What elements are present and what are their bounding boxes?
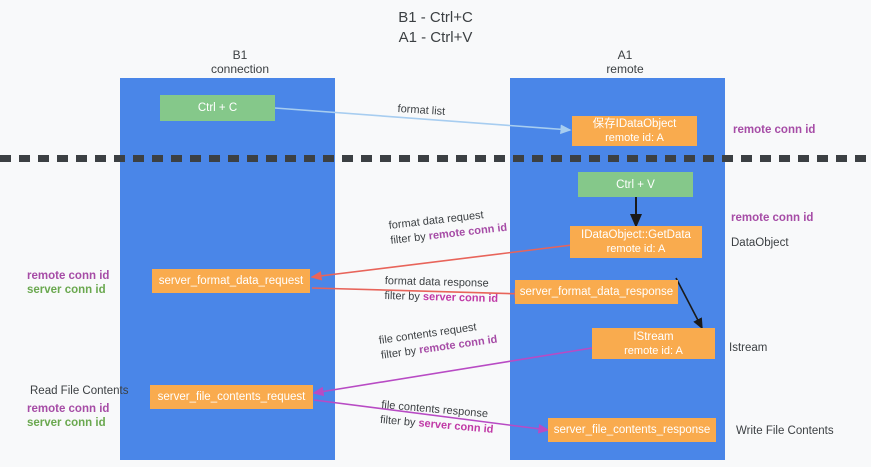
annotation-left-bottom-server-conn-id: server conn id <box>27 417 106 429</box>
node-ctrl-c[interactable]: Ctrl + C <box>160 95 275 121</box>
node-idataobject-getdata[interactable]: IDataObject::GetData remote id: A <box>570 226 702 258</box>
annotation-left-remote-conn-id: remote conn id <box>27 270 110 282</box>
column-header-a1-subtitle: remote <box>606 62 644 76</box>
node-server-file-contents-response-label: server_file_contents_response <box>553 424 711 436</box>
node-save-idataobject-label: 保存IDataObject <box>592 118 677 130</box>
annotation-left-server-conn-id: server conn id <box>27 284 106 296</box>
node-istream-sublabel: remote id: A <box>624 344 683 357</box>
node-server-format-data-request-label: server_format_data_request <box>158 275 304 287</box>
node-save-idataobject[interactable]: 保存IDataObject remote id: A <box>572 116 697 146</box>
column-header-b1: B1 connection <box>130 48 350 76</box>
keyword-server-conn-id: server conn id <box>422 291 499 305</box>
edge-label-format-data-response-line2: filter by server conn id <box>384 289 499 305</box>
node-server-format-data-request[interactable]: server_format_data_request <box>152 269 310 293</box>
node-istream-label: IStream <box>633 330 674 343</box>
security-boundary-divider <box>0 155 871 162</box>
edge-label-format-list: format list <box>397 102 446 118</box>
node-server-file-contents-response[interactable]: server_file_contents_response <box>548 418 716 442</box>
annotation-left-bottom-remote-conn-id: remote conn id <box>27 403 110 415</box>
diagram-title-line2: A1 - Ctrl+V <box>398 29 473 46</box>
column-header-b1-name: B1 <box>232 48 248 62</box>
node-server-format-data-response-label: server_format_data_response <box>519 286 674 298</box>
node-save-idataobject-sublabel: remote id: A <box>605 132 664 144</box>
annotation-left-read-file-contents: Read File Contents <box>30 385 129 397</box>
annotation-right-remote-conn-id-mid: remote conn id <box>731 212 814 224</box>
edge-label-format-data-response: format data response filter by server co… <box>384 274 498 307</box>
edge-label-file-contents-request: file contents request filter by remote c… <box>378 318 498 364</box>
node-ctrl-v-label: Ctrl + V <box>616 178 655 191</box>
annotation-right-write-file-contents: Write File Contents <box>736 425 834 437</box>
node-server-file-contents-request[interactable]: server_file_contents_request <box>150 385 313 409</box>
node-idataobject-getdata-sublabel: remote id: A <box>606 243 666 255</box>
diagram-title: B1 - Ctrl+C A1 - Ctrl+V <box>0 8 871 48</box>
node-ctrl-c-label: Ctrl + C <box>197 102 238 114</box>
diagram-title-line1: B1 - Ctrl+C <box>398 9 473 26</box>
column-header-b1-subtitle: connection <box>210 62 270 76</box>
edge-label-file-contents-response: file contents response filter by server … <box>379 398 495 438</box>
edge-label-format-data-request: format data request filter by remote con… <box>388 206 508 249</box>
node-server-file-contents-request-label: server_file_contents_request <box>157 391 306 403</box>
column-header-a1: A1 remote <box>515 48 735 76</box>
node-istream[interactable]: IStream remote id: A <box>592 328 715 359</box>
column-header-a1-name: A1 <box>617 48 633 62</box>
annotation-right-istream: Istream <box>729 342 768 354</box>
node-idataobject-getdata-label: IDataObject::GetData <box>581 229 691 241</box>
node-server-format-data-response[interactable]: server_format_data_response <box>515 280 678 304</box>
annotation-right-dataobject: DataObject <box>731 237 789 249</box>
node-ctrl-v[interactable]: Ctrl + V <box>578 172 693 197</box>
annotation-right-remote-conn-id-top: remote conn id <box>733 124 816 136</box>
